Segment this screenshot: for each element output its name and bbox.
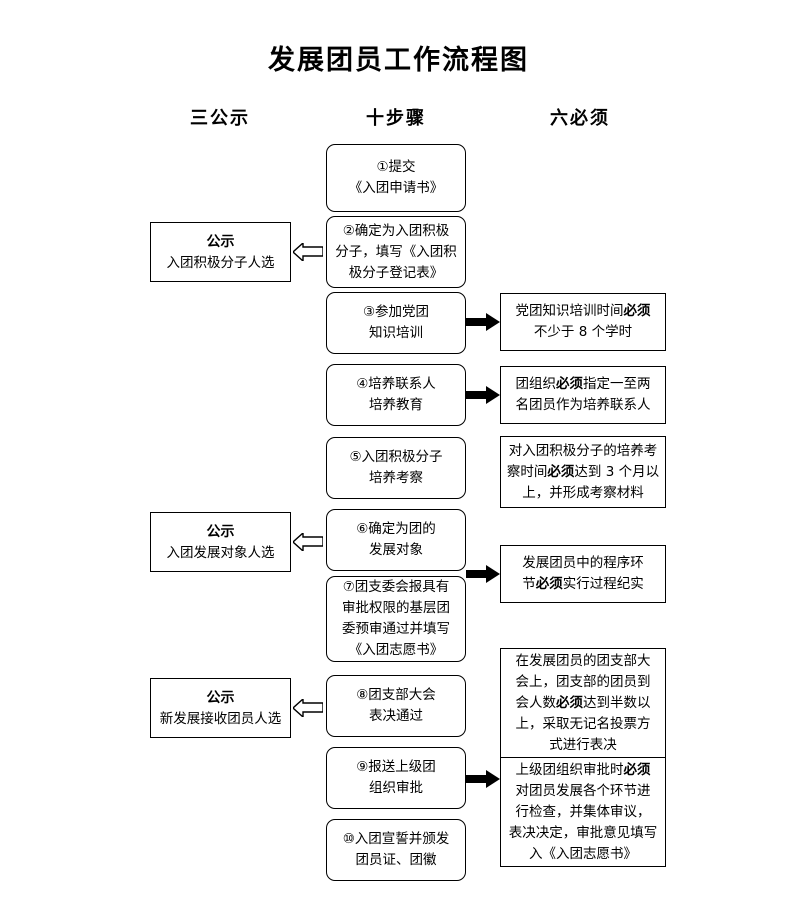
step-7-line-2: 审批权限的基层团 (342, 600, 450, 616)
step-box-3: ③参加党团知识培训 (326, 292, 466, 354)
step-5-line-1: ⑤入团积极分子 (349, 449, 443, 465)
notice-3-heading: 公示 (206, 689, 235, 706)
notice-box-3: 公示新发展接收团员人选 (150, 678, 291, 738)
step-7-line-4: 《入团志愿书》 (348, 642, 444, 658)
step-8-line-2: 表决通过 (369, 708, 423, 724)
arrow-to-notice-1-icon (293, 243, 323, 261)
notice-3-text: 新发展接收团员人选 (159, 710, 282, 727)
step-9-line-1: ⑨报送上级团 (356, 759, 436, 775)
requirement-5-line-4: 上，采取无记名投票方 (515, 715, 651, 732)
notice-2-text: 入团发展对象人选 (166, 544, 275, 561)
step-3-line-1: ③参加党团 (362, 304, 430, 320)
notice-2-heading: 公示 (206, 523, 235, 540)
step-8-line-1: ⑧团支部大会 (356, 687, 436, 703)
requirement-6-line-4: 表决决定，审批意见填写 (508, 824, 658, 841)
page-title: 发展团员工作流程图 (268, 45, 529, 76)
step-box-10: ⑩入团宣誓并颁发团员证、团徽 (326, 819, 466, 881)
step-1-line-2: 《入团申请书》 (348, 180, 444, 196)
requirement-2-line-2: 名团员作为培养联系人 (515, 397, 651, 413)
notice-1-text: 入团积极分子人选 (166, 254, 275, 271)
requirement-6-line-3: 行检查，并集体审议， (515, 803, 651, 820)
arrow-to-requirement-1-icon (466, 313, 500, 331)
requirement-1-line-2: 不少于 8 个学时 (533, 324, 633, 340)
arrow-to-requirement-6-icon (466, 770, 500, 788)
requirement-box-3: 对入团积极分子的培养考察时间必须达到 3 个月以上，并形成考察材料 (500, 436, 666, 508)
notice-box-1: 公示入团积极分子人选 (150, 222, 291, 282)
step-9-line-2: 组织审批 (369, 780, 423, 796)
step-4-line-2: 培养教育 (369, 397, 423, 413)
arrow-to-notice-3-icon (293, 699, 323, 717)
requirement-box-1: 党团知识培训时间必须不少于 8 个学时 (500, 293, 666, 351)
step-6-line-2: 发展对象 (369, 542, 423, 558)
requirement-box-4: 发展团员中的程序环节必须实行过程纪实 (500, 545, 666, 603)
step-3-line-2: 知识培训 (369, 325, 423, 341)
step-box-7: ⑦团支委会报具有审批权限的基层团委预审通过并填写《入团志愿书》 (326, 576, 466, 662)
step-7-line-3: 委预审通过并填写 (342, 621, 450, 637)
requirement-4-line-1: 发展团员中的程序环 (522, 555, 644, 571)
requirement-5-line-1: 在发展团员的团支部大 (515, 652, 651, 669)
step-2-line-3: 极分子登记表》 (348, 264, 444, 281)
step-1-line-1: ①提交 (376, 159, 416, 175)
step-6-line-1: ⑥确定为团的 (356, 521, 436, 537)
step-box-5: ⑤入团积极分子培养考察 (326, 437, 466, 499)
step-10-line-2: 团员证、团徽 (355, 852, 437, 868)
column-header-left: 三公示 (190, 108, 250, 129)
step-box-1: ①提交《入团申请书》 (326, 144, 466, 212)
step-2-line-1: ②确定为入团积极 (342, 222, 450, 239)
requirement-6-line-1: 上级团组织审批时必须 (515, 761, 651, 778)
notice-box-2: 公示入团发展对象人选 (150, 512, 291, 572)
arrow-to-requirement-2-icon (466, 386, 500, 404)
step-5-line-2: 培养考察 (369, 470, 423, 486)
requirement-4-line-2: 节必须实行过程纪实 (522, 576, 644, 592)
step-10-line-1: ⑩入团宣誓并颁发 (342, 831, 450, 847)
requirement-6-line-5: 入《入团志愿书》 (529, 845, 637, 862)
step-box-6: ⑥确定为团的发展对象 (326, 509, 466, 571)
step-4-line-1: ④培养联系人 (356, 376, 436, 392)
notice-1-heading: 公示 (206, 233, 235, 250)
requirement-3-line-2: 察时间必须达到 3 个月以 (506, 463, 660, 480)
step-2-line-2: 分子，填写《入团积 (335, 243, 457, 260)
arrow-to-requirement-4-icon (466, 565, 500, 583)
requirement-3-line-1: 对入团积极分子的培养考 (508, 442, 658, 459)
requirement-box-5: 在发展团员的团支部大会上，团支部的团员到会人数必须达到半数以上，采取无记名投票方… (500, 648, 666, 758)
column-header-right: 六必须 (550, 108, 610, 129)
requirement-5-line-3: 会人数必须达到半数以 (515, 694, 651, 711)
step-box-2: ②确定为入团积极分子，填写《入团积极分子登记表》 (326, 216, 466, 288)
step-box-4: ④培养联系人培养教育 (326, 364, 466, 426)
step-box-8: ⑧团支部大会表决通过 (326, 675, 466, 737)
requirement-5-line-2: 会上，团支部的团员到 (515, 673, 651, 690)
arrow-to-notice-2-icon (293, 533, 323, 551)
requirement-5-line-5: 式进行表决 (549, 736, 617, 753)
requirement-3-line-3: 上，并形成考察材料 (522, 484, 644, 501)
step-box-9: ⑨报送上级团组织审批 (326, 747, 466, 809)
requirement-box-6: 上级团组织审批时必须对团员发展各个环节进行检查，并集体审议， 表决决定，审批意见填… (500, 757, 666, 867)
requirement-box-2: 团组织必须指定一至两名团员作为培养联系人 (500, 366, 666, 424)
requirement-1-line-1: 党团知识培训时间必须 (515, 303, 651, 319)
step-7-line-1: ⑦团支委会报具有 (342, 579, 450, 595)
requirement-2-line-1: 团组织必须指定一至两 (515, 376, 651, 392)
requirement-6-line-2: 对团员发展各个环节进 (515, 782, 651, 799)
column-header-middle: 十步骤 (366, 108, 426, 129)
